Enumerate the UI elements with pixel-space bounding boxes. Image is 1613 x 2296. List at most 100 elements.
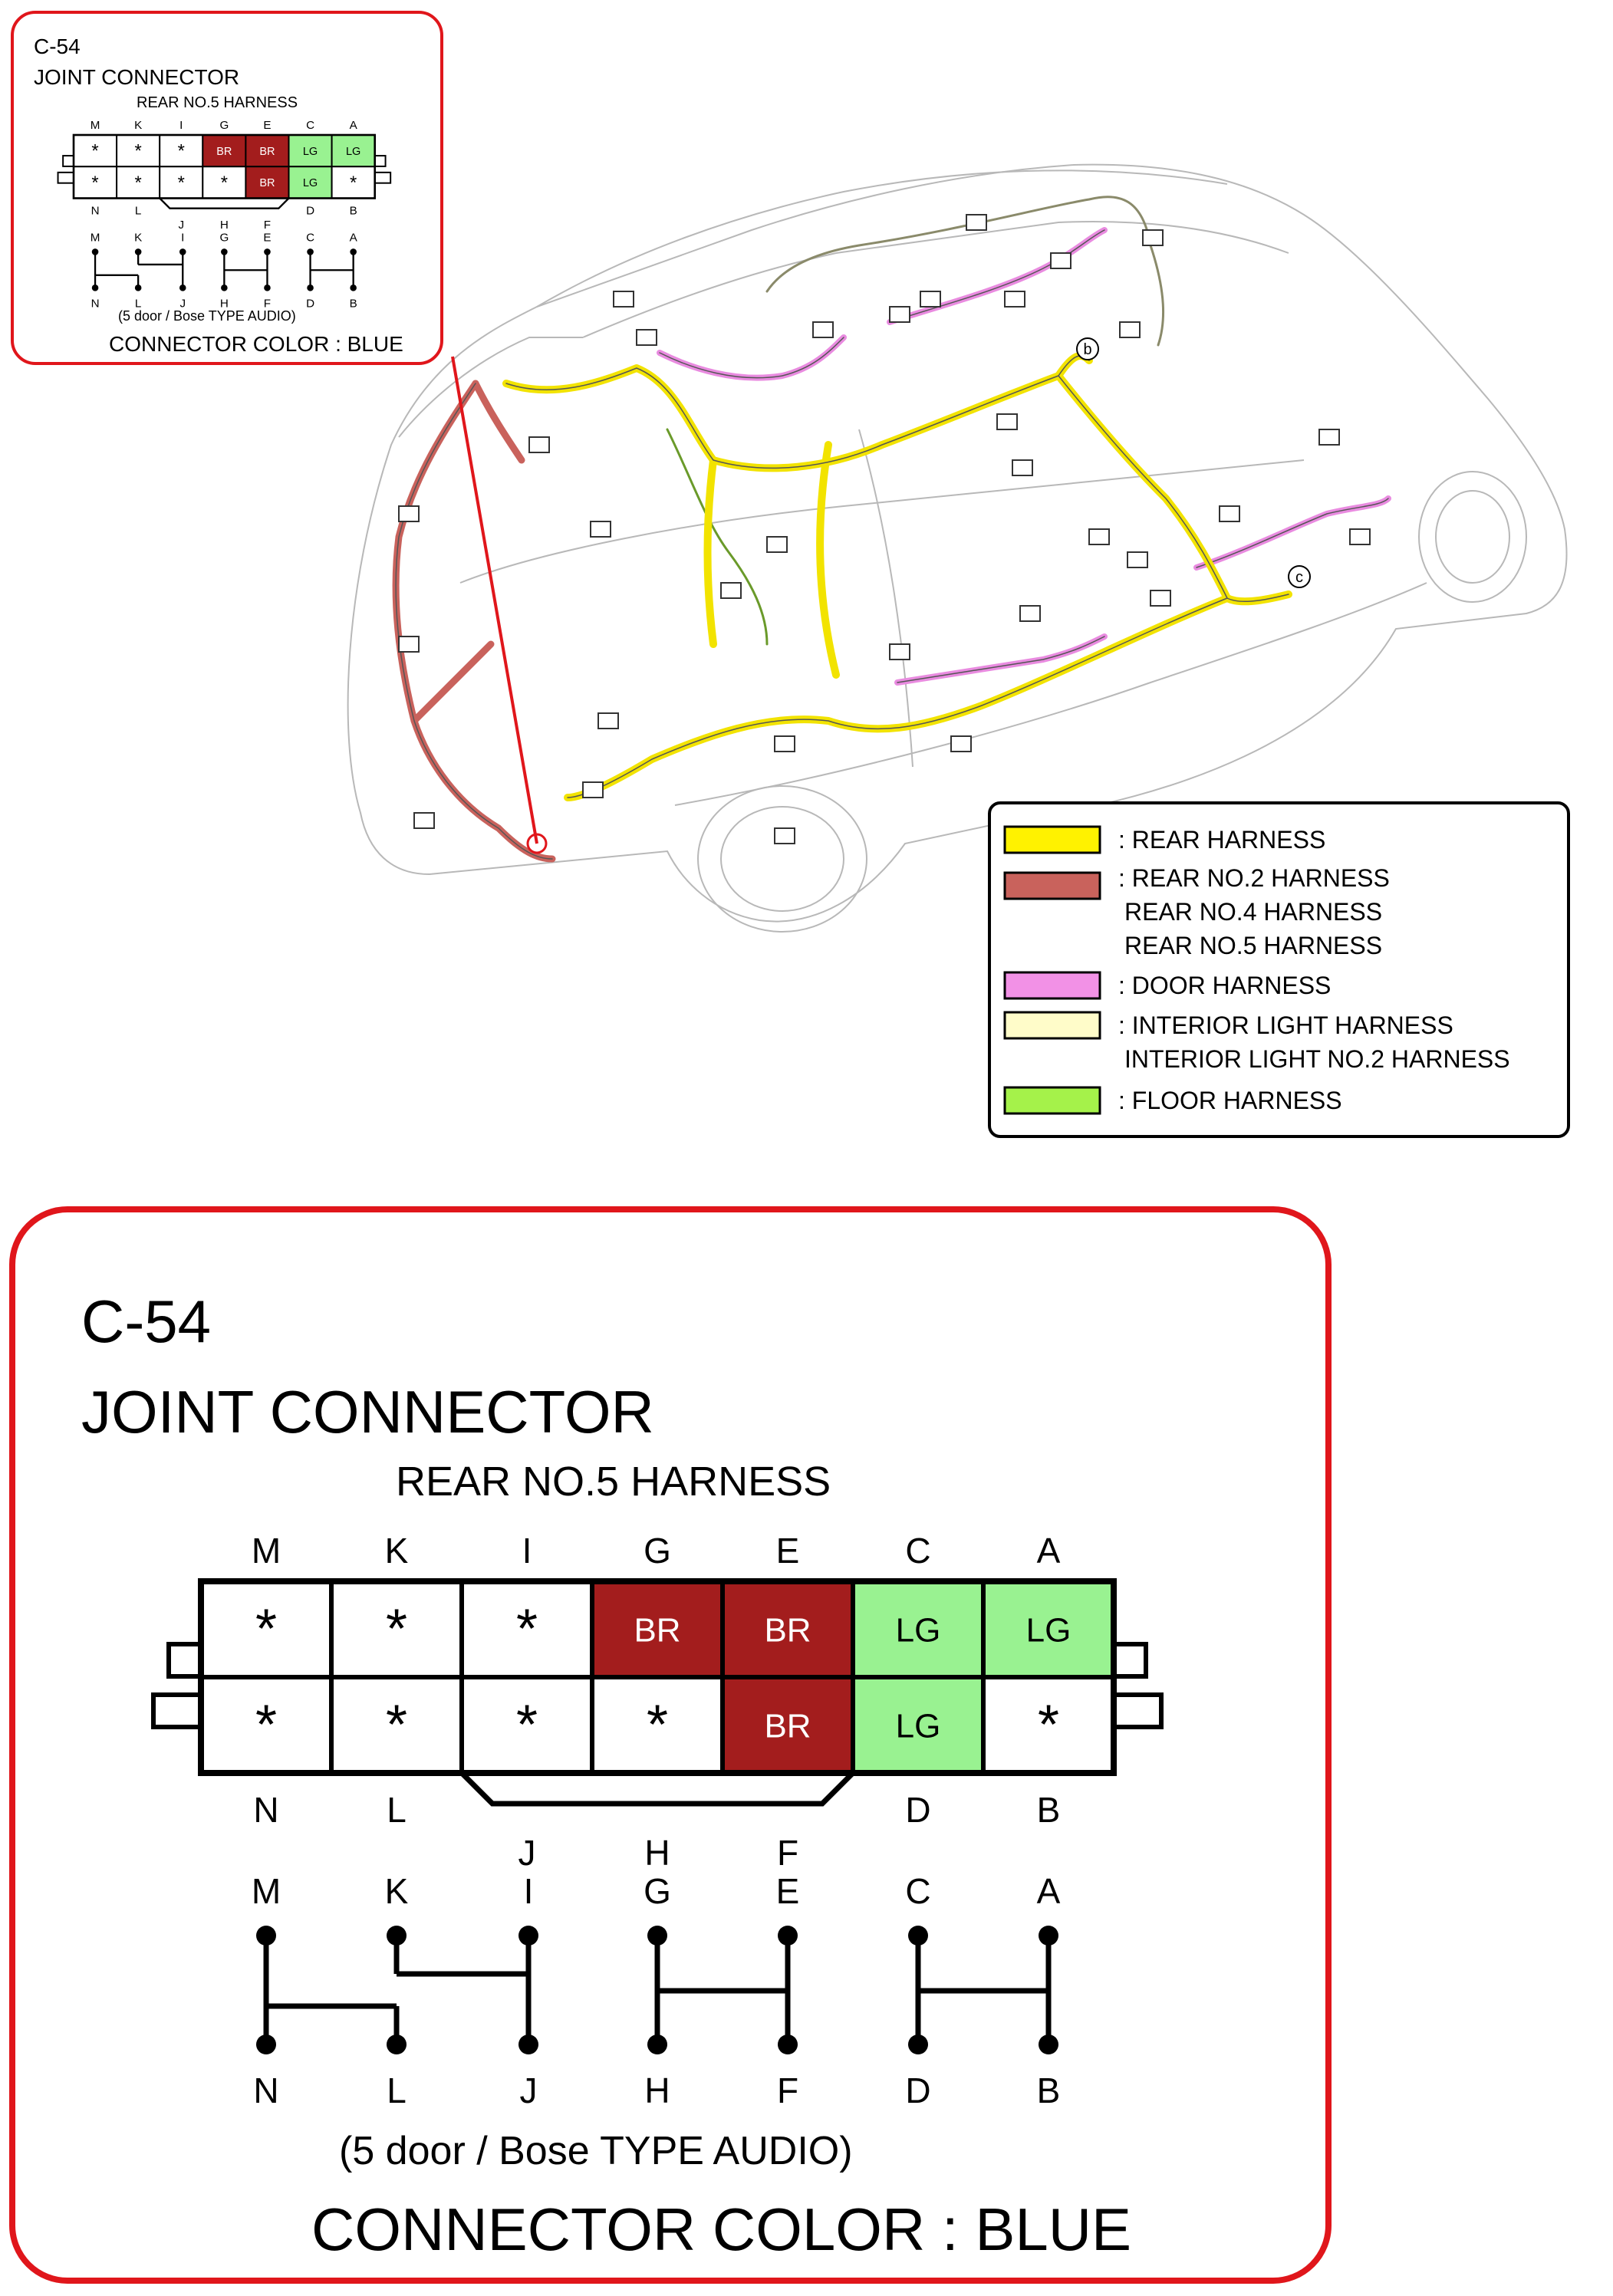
callout-b: b	[1076, 337, 1099, 360]
legend-label-floor: : FLOOR HARNESS	[1118, 1087, 1342, 1114]
schematic-node-bottom-f	[778, 2034, 798, 2054]
pin-label-top-k: K	[385, 1531, 409, 1571]
pin-cell-a	[981, 1579, 1116, 1679]
pin-label-top-m: M	[252, 1531, 281, 1571]
schematic-label-bottom-b: B	[1037, 2071, 1061, 2110]
pin-label-bottom-b: B	[350, 205, 357, 218]
schematic-label-bottom-f: F	[777, 2071, 798, 2110]
legend-swatch-door	[1003, 971, 1101, 1000]
detail-variant: (5 door / Bose TYPE AUDIO)	[339, 2129, 853, 2173]
legend-swatch-rear-no2	[1003, 871, 1101, 900]
schematic-label-top-e: E	[263, 232, 271, 245]
schematic-node-top-e	[264, 248, 271, 255]
detail-name: JOINT CONNECTOR	[81, 1378, 654, 1446]
front-wheel	[1418, 471, 1527, 603]
schematic-label-bottom-d: D	[306, 297, 314, 310]
schematic-node-bottom-j	[179, 285, 186, 291]
rear-wheel	[697, 785, 867, 933]
schematic-node-bottom-n	[91, 285, 99, 291]
window-line	[582, 221, 1289, 338]
pin-value-g: BR	[634, 1612, 680, 1650]
schematic-node-top-c	[307, 248, 314, 255]
latch-tab-top-left	[62, 155, 74, 167]
connector-key-bracket	[459, 1771, 855, 1807]
schematic-label-top-e: E	[776, 1871, 800, 1911]
pin-value-h: *	[221, 173, 228, 193]
schematic-node-bottom-b	[350, 285, 357, 291]
latch-tab-bottom-left	[151, 1692, 203, 1729]
legend-label-interior-light: : INTERIOR LIGHT HARNESS	[1118, 1011, 1453, 1039]
legend-label-rear-no5: REAR NO.5 HARNESS	[1124, 932, 1382, 959]
pin-label-under-h: H	[644, 1833, 670, 1873]
callout-c: c	[1288, 565, 1311, 588]
legend-swatch-interior-light	[1003, 1011, 1101, 1040]
schematic-node-top-c	[908, 1926, 928, 1946]
legend-frame	[988, 801, 1570, 1138]
schematic-node-top-e	[778, 1926, 798, 1946]
schematic-label-bottom-l: L	[135, 297, 141, 310]
schematic-node-bottom-d	[307, 285, 314, 291]
pin-label-top-g: G	[219, 119, 229, 132]
pin-value-l: *	[386, 1695, 407, 1756]
pin-value-c: LG	[896, 1612, 941, 1650]
pin-value-n: *	[91, 173, 98, 193]
schematic-label-top-a: A	[350, 232, 358, 245]
schematic-node-top-m	[91, 248, 99, 255]
inset-color: CONNECTOR COLOR : BLUE	[109, 332, 403, 356]
schematic-node-top-a	[1039, 1926, 1058, 1946]
leader-line	[451, 356, 538, 844]
pin-value-g: BR	[216, 146, 232, 158]
pin-value-e: BR	[764, 1612, 811, 1650]
pin-value-c: LG	[303, 146, 318, 158]
legend: : REAR HARNESS : REAR NO.2 HARNESS REAR …	[988, 801, 1570, 1138]
legend-label-rear-no4: REAR NO.4 HARNESS	[1124, 898, 1382, 926]
schematic-node-top-i	[179, 248, 186, 255]
pin-cell-c	[288, 134, 333, 168]
pin-label-under-f: F	[264, 219, 271, 232]
pin-cell-b	[331, 166, 376, 199]
schematic-node-bottom-l	[387, 2034, 407, 2054]
schematic-node-top-k	[387, 1926, 407, 1946]
svg-text:b: b	[1083, 341, 1091, 358]
pin-label-top-a: A	[350, 119, 358, 132]
schematic-label-bottom-n: N	[253, 2071, 278, 2110]
car-illustration	[347, 163, 1568, 933]
schematic-label-top-m: M	[252, 1871, 281, 1911]
floor-harness-routing	[666, 428, 769, 646]
pin-value-n: *	[255, 1695, 277, 1756]
pin-value-f: BR	[259, 177, 275, 189]
schematic-label-bottom-d: D	[905, 2071, 930, 2110]
schematic-label-top-c: C	[905, 1871, 930, 1911]
schematic-node-bottom-d	[908, 2034, 928, 2054]
pin-value-l: *	[135, 173, 142, 193]
roof-line	[536, 169, 1228, 308]
pin-label-under-j: J	[178, 219, 184, 232]
pin-cell-i	[459, 1579, 594, 1679]
schematic-node-top-g	[647, 1926, 667, 1946]
schematic-label-top-i: I	[181, 232, 184, 245]
pin-value-b: *	[350, 173, 357, 193]
schematic-label-top-c: C	[306, 232, 314, 245]
pin-value-e: BR	[259, 146, 275, 158]
pin-label-bottom-d: D	[905, 1790, 930, 1830]
schematic-label-bottom-j: J	[520, 2071, 538, 2110]
schematic-node-top-m	[256, 1926, 276, 1946]
schematic-label-top-g: G	[644, 1871, 671, 1911]
rear-no2-harness-outline	[395, 383, 553, 860]
car-body-outline	[347, 163, 1568, 923]
inset-harness: REAR NO.5 HARNESS	[137, 94, 298, 111]
latch-tab-top-right	[1111, 1642, 1148, 1679]
pin-value-m: *	[91, 141, 98, 162]
pin-label-under-h: H	[220, 219, 229, 232]
legend-label-rear: : REAR HARNESS	[1118, 826, 1325, 854]
rear-harness-outline	[505, 355, 1289, 798]
latch-tab-bottom-left	[57, 171, 74, 184]
rear-wheel-inner	[720, 806, 844, 912]
pin-cell-l	[116, 166, 161, 199]
latch-tab-top-left	[166, 1642, 203, 1679]
inset-name: JOINT CONNECTOR	[34, 65, 239, 89]
schematic-label-bottom-n: N	[91, 297, 100, 310]
rear-harness-routing	[502, 352, 1292, 801]
